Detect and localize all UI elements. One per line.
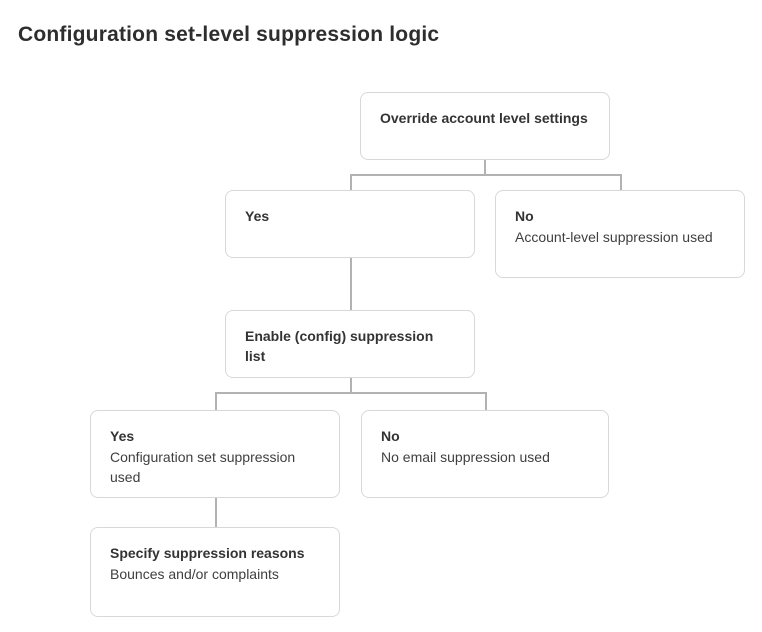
connector-enable-yes-drop [215, 392, 217, 411]
node-label: Override account level settings [380, 110, 588, 126]
node-description: No email suppression used [381, 449, 550, 465]
connector-override-branch [350, 174, 621, 176]
node-override-no: No Account-level suppression used [495, 190, 745, 278]
node-label: Yes [245, 208, 270, 224]
node-label: No [381, 428, 400, 444]
page-title: Configuration set-level suppression logi… [18, 23, 440, 47]
connector-override-no-drop [620, 174, 622, 191]
node-label: Specify suppression reasons [110, 545, 305, 561]
node-label: Yes [110, 428, 135, 444]
connector-yes-to-specify [215, 497, 217, 528]
node-specify-suppression-reasons: Specify suppression reasons Bounces and/… [90, 527, 340, 617]
node-enable-no: No No email suppression used [361, 410, 609, 498]
connector-override-stem [484, 160, 486, 175]
node-description: Configuration set suppression used [110, 449, 296, 485]
node-description: Account-level suppression used [515, 229, 713, 245]
node-enable-config-suppression-list: Enable (config) suppression list [225, 310, 475, 378]
node-label: No [515, 208, 534, 224]
node-enable-yes: Yes Configuration set suppression used [90, 410, 340, 498]
connector-enable-no-drop [485, 392, 487, 411]
node-override-yes: Yes [225, 190, 475, 258]
node-label: Enable (config) suppression list [245, 328, 434, 364]
connector-enable-stem [350, 378, 352, 393]
node-override-account-level-settings: Override account level settings [360, 92, 610, 160]
connector-yes-to-enable [350, 258, 352, 311]
node-description: Bounces and/or complaints [110, 566, 279, 582]
connector-override-yes-drop [350, 174, 352, 191]
connector-enable-branch [215, 392, 486, 394]
